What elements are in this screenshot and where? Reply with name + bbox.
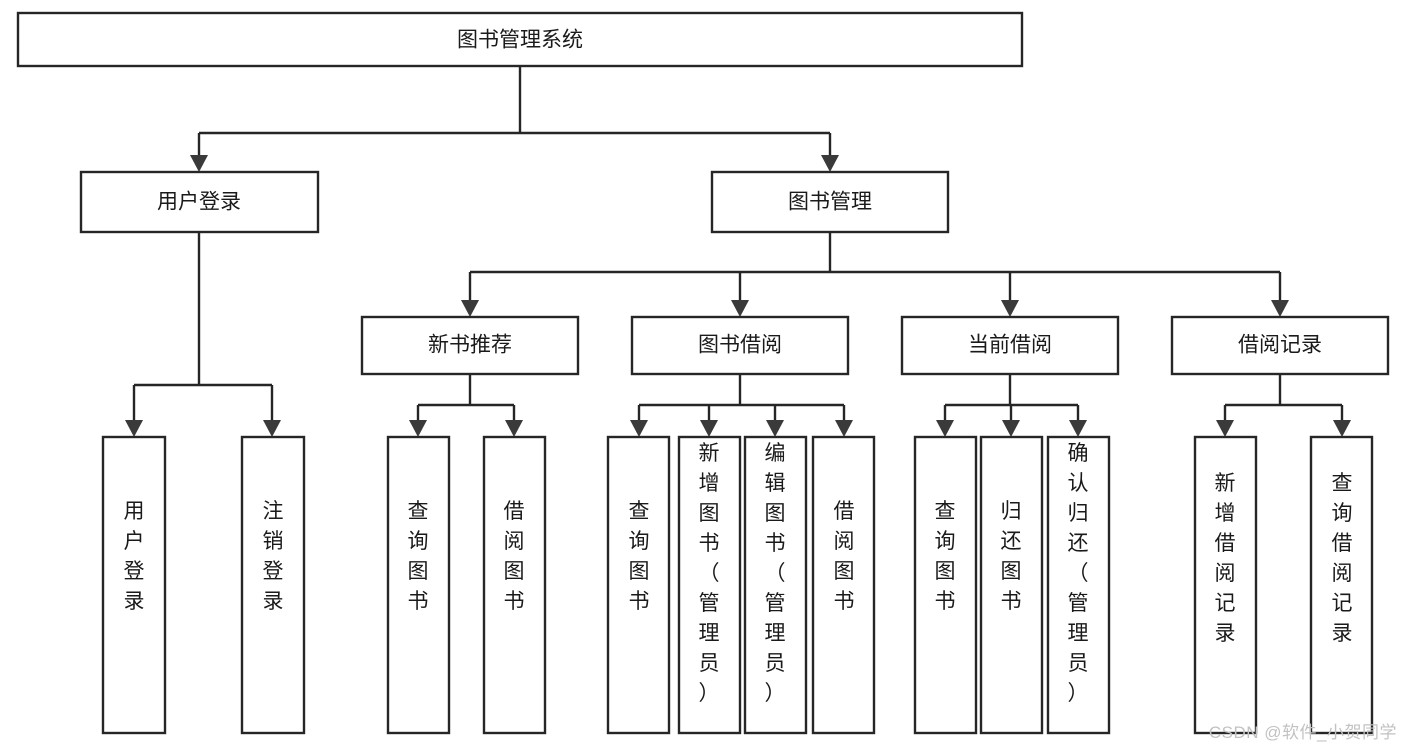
node-leaf-query-book-3[interactable]: 查询图书 [913,435,978,735]
node-leaf-borrow-book-1[interactable]: 借阅图书 [482,435,547,735]
node-leaf-add-book-label: 新增图书（管理员） [699,442,720,705]
node-leaf-return-book-label: 归还图书 [1001,500,1022,613]
node-leaf-edit-book[interactable]: 编辑图书（管理员） [743,435,808,735]
node-root-label: 图书管理系统 [457,29,583,52]
node-leaf-return-book[interactable]: 归还图书 [979,435,1044,735]
arrowhead-user-login [190,155,208,172]
node-leaf-logout[interactable]: 注销登录 [240,435,306,735]
node-leaf-query-book-2[interactable]: 查询图书 [606,435,671,735]
node-leaf-add-record[interactable]: 新增借阅记录 [1193,435,1258,735]
arrowhead-book-manage [821,155,839,172]
node-leaf-query-book-1-label: 查询图书 [408,500,429,613]
node-leaf-borrow-book-1-box[interactable] [482,435,547,735]
arrowhead-leaf-query-book-2 [630,420,648,437]
node-root[interactable]: 图书管理系统 [16,11,1024,68]
arrowhead-leaf-user-login [125,420,143,437]
arrowhead-leaf-query-book-3 [936,420,954,437]
arrowhead-borrow-record [1271,300,1289,317]
node-borrow-record-box[interactable] [1170,315,1390,376]
arrowhead-leaf-add-record [1216,420,1234,437]
arrowhead-leaf-confirm-return [1069,420,1087,437]
node-leaf-add-book[interactable]: 新增图书（管理员） [677,435,742,735]
node-leaf-borrow-book-2-box[interactable] [811,435,876,735]
node-current-borrow-box[interactable] [900,315,1120,376]
node-book-manage[interactable]: 图书管理 [710,170,950,234]
node-leaf-query-book-3-label: 查询图书 [935,500,956,613]
arrowhead-current-borrow [1001,300,1019,317]
node-user-login-box[interactable] [79,170,320,234]
arrowhead-leaf-query-book-1 [409,420,427,437]
node-user-login-label: 用户登录 [157,191,241,214]
node-current-borrow[interactable]: 当前借阅 [900,315,1120,376]
node-leaf-edit-book-label: 编辑图书（管理员） [765,442,786,705]
node-new-book-rec[interactable]: 新书推荐 [360,315,580,376]
node-leaf-query-book-2-box[interactable] [606,435,671,735]
node-leaf-query-book-1[interactable]: 查询图书 [386,435,451,735]
connector-layer [125,66,1351,437]
arrowhead-leaf-query-record [1333,420,1351,437]
node-leaf-confirm-return-box[interactable] [1046,435,1111,735]
node-leaf-logout-box[interactable] [240,435,306,735]
node-book-borrow[interactable]: 图书借阅 [630,315,850,376]
node-leaf-user-login[interactable]: 用户登录 [101,435,167,735]
node-book-manage-label: 图书管理 [788,191,872,214]
node-leaf-user-login-label: 用户登录 [124,500,145,613]
arrowhead-leaf-logout [263,420,281,437]
node-leaf-edit-book-box[interactable] [743,435,808,735]
node-leaf-query-book-3-box[interactable] [913,435,978,735]
node-leaf-logout-label: 注销登录 [263,500,284,613]
node-borrow-record[interactable]: 借阅记录 [1170,315,1390,376]
node-leaf-return-book-box[interactable] [979,435,1044,735]
node-leaf-add-book-box[interactable] [677,435,742,735]
arrowhead-leaf-borrow-book-1 [505,420,523,437]
node-leaf-add-record-label: 新增借阅记录 [1215,472,1236,645]
node-leaf-query-record[interactable]: 查询借阅记录 [1309,435,1374,735]
node-leaf-borrow-book-1-label: 借阅图书 [504,500,525,613]
node-leaf-query-record-label: 查询借阅记录 [1332,472,1353,645]
arrowhead-leaf-edit-book [766,420,784,437]
arrowhead-leaf-add-book [700,420,718,437]
node-leaf-borrow-book-2[interactable]: 借阅图书 [811,435,876,735]
node-borrow-record-label: 借阅记录 [1238,334,1322,357]
node-leaf-add-record-box[interactable] [1193,435,1258,735]
node-current-borrow-label: 当前借阅 [968,334,1052,357]
arrowhead-leaf-return-book [1002,420,1020,437]
node-leaf-confirm-return-label: 确认归还（管理员） [1068,442,1089,705]
arrowhead-new-book-rec [461,300,479,317]
node-leaf-query-book-2-label: 查询图书 [629,500,650,613]
node-root-box[interactable] [16,11,1024,68]
arrowhead-leaf-borrow-book-2 [835,420,853,437]
node-new-book-rec-box[interactable] [360,315,580,376]
csdn-watermark: CSDN @软件_小贺同学 [1208,723,1397,742]
node-leaf-user-login-box[interactable] [101,435,167,735]
node-leaf-confirm-return[interactable]: 确认归还（管理员） [1046,435,1111,735]
node-leaf-query-book-1-box[interactable] [386,435,451,735]
node-new-book-rec-label: 新书推荐 [428,334,512,357]
node-user-login[interactable]: 用户登录 [79,170,320,234]
node-leaf-borrow-book-2-label: 借阅图书 [834,500,855,613]
node-book-manage-box[interactable] [710,170,950,234]
node-book-borrow-label: 图书借阅 [698,334,782,357]
arrowhead-book-borrow [731,300,749,317]
node-book-borrow-box[interactable] [630,315,850,376]
node-leaf-query-record-box[interactable] [1309,435,1374,735]
